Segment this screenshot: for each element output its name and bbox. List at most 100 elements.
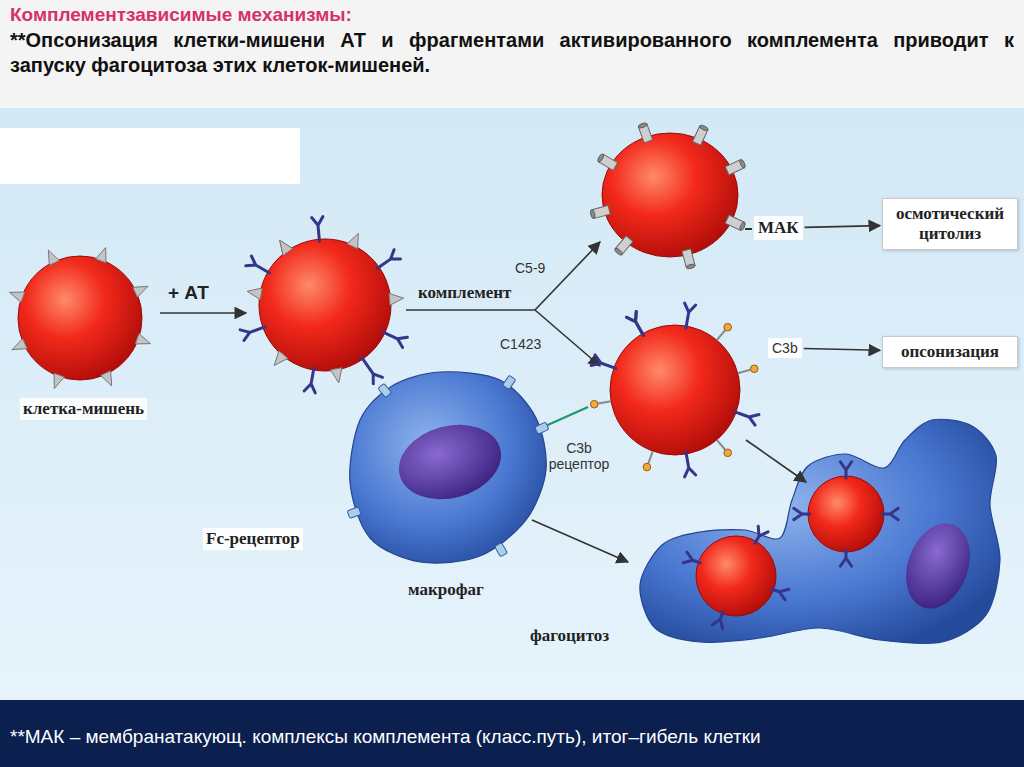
- result-box: осмотический цитолиз: [882, 198, 1018, 250]
- fc-receptor: [502, 375, 515, 389]
- node-text: осмотический цитолиз: [889, 204, 1011, 244]
- macrophage-body: [350, 372, 547, 563]
- antigen-spike: [96, 248, 106, 263]
- c3b-fragment: [750, 365, 758, 373]
- antibody: [840, 462, 851, 478]
- pore-opening: [597, 153, 605, 163]
- antibody: [304, 368, 315, 393]
- pore-opening: [686, 263, 696, 269]
- pore-opening: [614, 247, 623, 256]
- complement-line: [406, 309, 535, 311]
- node-text: опсонизация: [889, 342, 1011, 362]
- antigen-spike: [54, 373, 64, 388]
- antibody: [734, 412, 759, 426]
- pathway-label: комплемент: [418, 283, 511, 303]
- antibody: [685, 452, 696, 477]
- fc-receptor: [347, 507, 361, 519]
- antibody: [794, 508, 810, 519]
- phagocyte-nucleus: [895, 514, 981, 617]
- antibody: [882, 508, 898, 519]
- antibody: [840, 550, 851, 566]
- phagocytosis-arrow: [532, 520, 628, 562]
- lysed-cell: [602, 133, 738, 257]
- antigen-spike: [101, 371, 112, 386]
- antigen-spike: [10, 292, 25, 302]
- branch-arrow: [535, 310, 600, 366]
- node-text: C3b: [772, 340, 798, 356]
- mac-pore: [682, 249, 696, 270]
- caption: **МАК – мембранатакующ. комплексы компле…: [10, 726, 1014, 748]
- pore-opening: [590, 209, 596, 219]
- antibody-coated-cell: [259, 239, 391, 371]
- fc-receptor: [378, 383, 392, 397]
- c3b-stalk: [717, 440, 725, 450]
- complement-component: C1423: [500, 336, 541, 352]
- c3b-stalk: [717, 330, 725, 340]
- antibody: [591, 355, 616, 369]
- reaction-arrow: [160, 312, 246, 314]
- antigen-spike: [280, 240, 293, 255]
- macrophage-nucleus: [390, 414, 509, 510]
- pore-opening: [638, 122, 648, 129]
- cell-label: клетка-мишень: [20, 398, 147, 420]
- antibody: [362, 357, 383, 383]
- branch-arrow: [535, 242, 600, 310]
- target-cell: [18, 256, 142, 380]
- phagocytosis-arrow: [746, 440, 806, 482]
- white-patch: [0, 128, 300, 184]
- antibody: [683, 552, 700, 563]
- antigen-spike: [347, 233, 358, 248]
- c3b-fragment: [643, 463, 651, 471]
- c3b-stalk: [598, 401, 611, 403]
- c3b-receptor-link: [541, 407, 588, 428]
- antibody: [626, 312, 643, 336]
- antibody: [685, 303, 696, 328]
- c3b-stalk: [738, 370, 751, 373]
- mac-pore: [725, 159, 746, 175]
- antigen-spike: [274, 351, 288, 366]
- antibody: [712, 612, 723, 629]
- c3b-stalk: [648, 451, 652, 463]
- fc-receptor: [535, 422, 549, 434]
- antibody: [312, 217, 323, 242]
- process-label: фагоцитоз: [530, 626, 609, 646]
- mac-pore: [693, 124, 709, 145]
- antibody: [383, 332, 407, 347]
- receptor-label: C3b рецептор: [540, 440, 618, 472]
- antigen-spike: [389, 294, 404, 306]
- receptor-label: Fc-рецептор: [203, 528, 303, 550]
- reaction-label: + АТ: [168, 282, 209, 304]
- mac-pore: [725, 215, 746, 231]
- mac-label-box: МАК: [754, 216, 803, 240]
- cell-label: макрофаг: [408, 580, 484, 600]
- pore-opening: [699, 124, 709, 131]
- opsonized-cell: [610, 325, 740, 455]
- mac-pore: [614, 236, 633, 256]
- result-box: опсонизация: [882, 336, 1018, 368]
- antibody: [755, 526, 768, 543]
- pore-opening: [739, 159, 746, 169]
- antigen-spike: [133, 286, 148, 297]
- fc-receptor: [495, 543, 508, 557]
- engulfed-cell: [808, 476, 884, 552]
- mac-pore: [590, 205, 611, 219]
- c3b-fragment: [724, 323, 732, 331]
- title: Комплементзависимые механизмы:: [10, 4, 352, 26]
- antibody: [377, 250, 400, 269]
- antigen-spike: [12, 339, 27, 350]
- phagocyte-body: [640, 419, 1000, 643]
- c3b-fragment: [724, 449, 732, 457]
- antigen-spike: [330, 368, 342, 383]
- antibody: [772, 589, 789, 600]
- antigen-spike: [247, 288, 262, 300]
- subtitle: **Опсонизация клетки-мишени АТ и фрагмен…: [10, 28, 1014, 78]
- antigen-spike: [135, 334, 150, 344]
- c3b-label-box: C3b: [768, 338, 802, 358]
- mac-leader: [745, 228, 752, 230]
- background: [0, 108, 1024, 700]
- antigen-spike: [48, 250, 59, 265]
- mac-pore: [638, 122, 653, 143]
- connector-arrow: [804, 348, 880, 350]
